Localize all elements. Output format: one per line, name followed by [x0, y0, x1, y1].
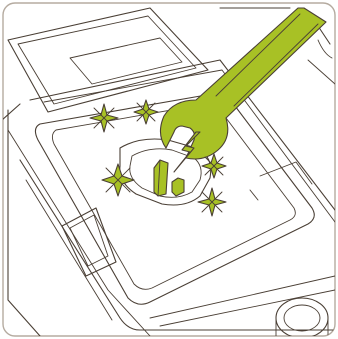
sparkle-icon [202, 154, 226, 178]
sparkle-icon [198, 188, 226, 216]
sparkle-icon [90, 104, 118, 132]
socket-pin [172, 178, 184, 196]
sparkle-icon [134, 100, 158, 124]
sparkle-icon [102, 164, 134, 196]
socket-pin [154, 160, 168, 196]
